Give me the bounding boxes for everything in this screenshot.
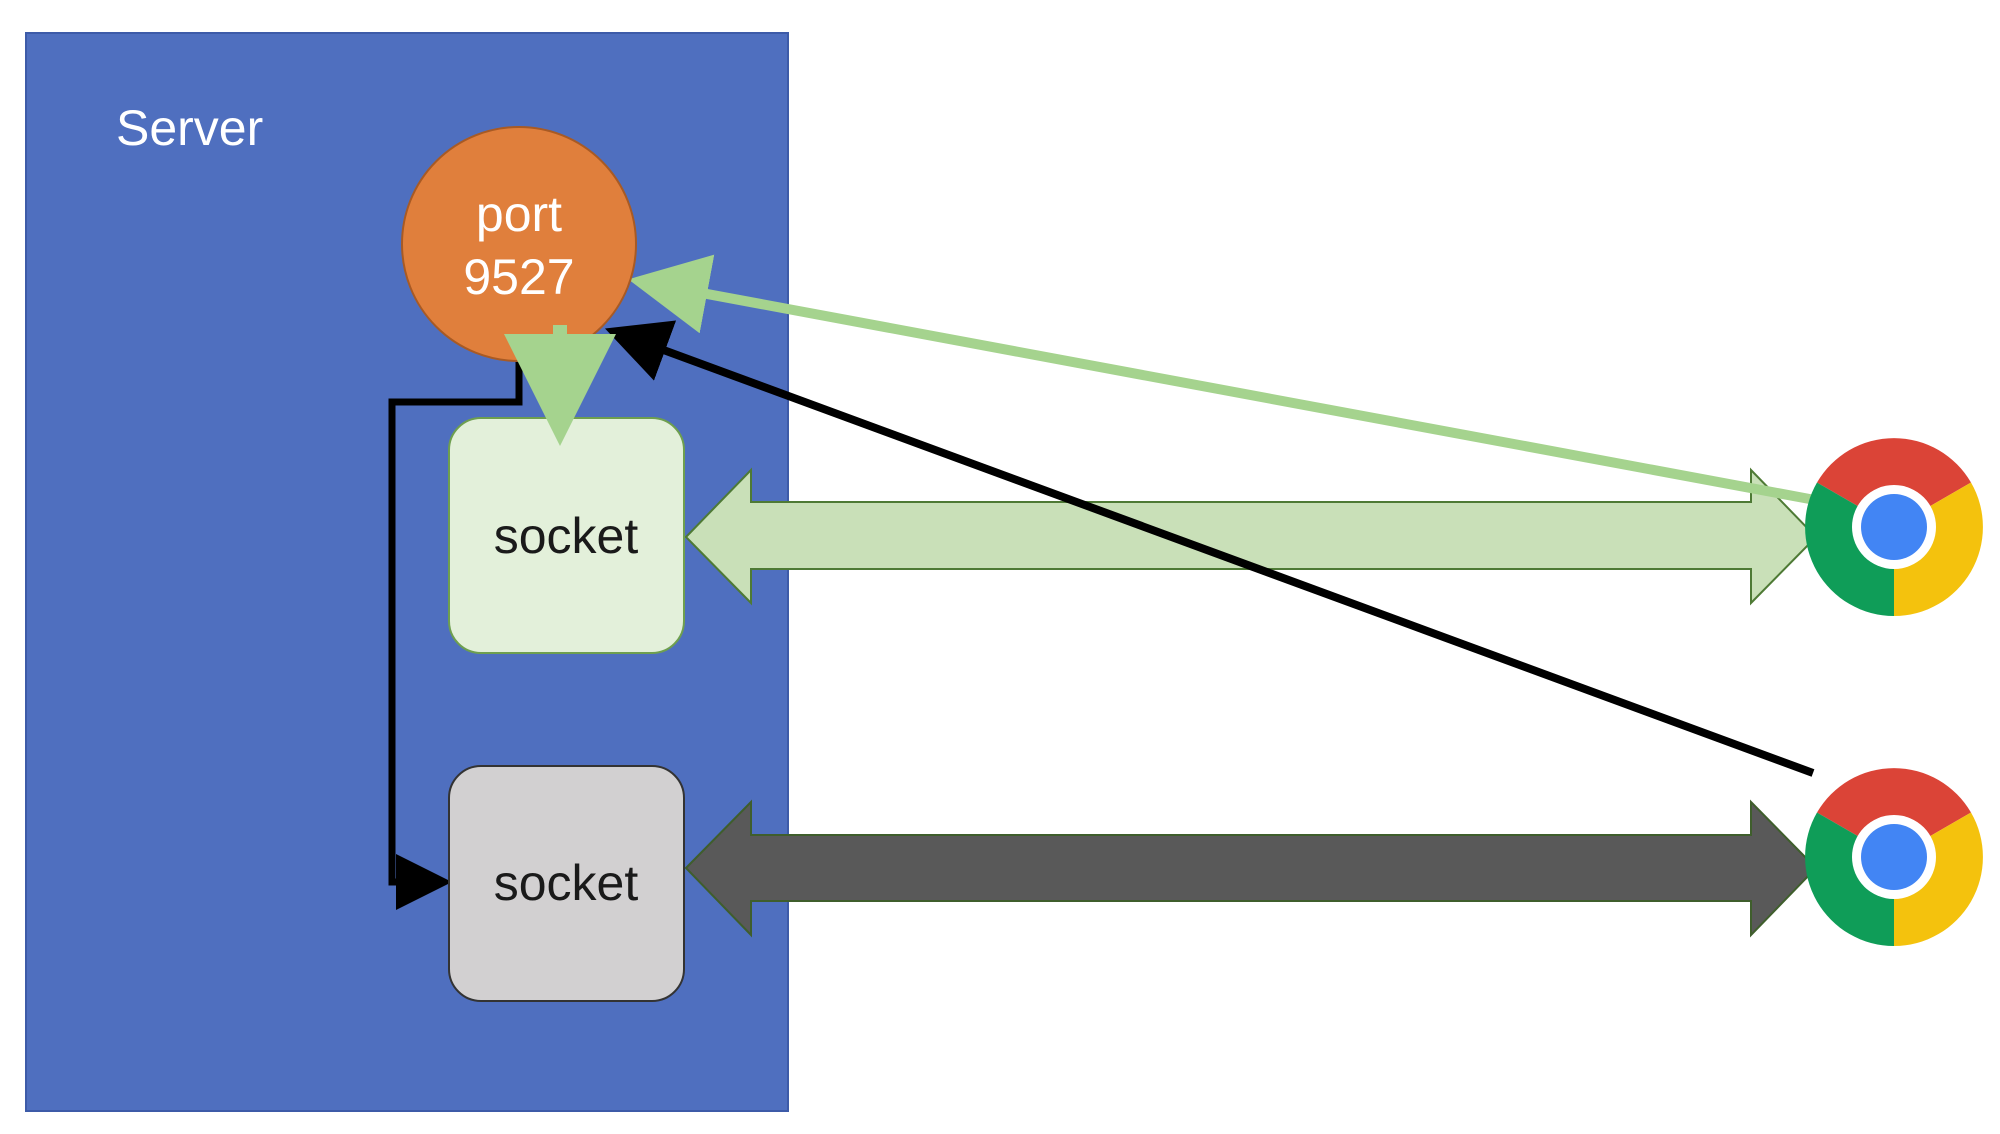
chrome-icon	[1805, 438, 1983, 616]
black-request-arrow	[604, 320, 1815, 777]
port-circle	[401, 126, 637, 362]
server-label: Server	[116, 100, 263, 156]
chrome-icon	[1805, 768, 1983, 946]
socket-label-top: socket	[494, 508, 639, 564]
port-number: 9527	[463, 249, 574, 305]
green-request-arrow	[628, 254, 1816, 505]
dark-connection-arrow	[684, 799, 1818, 938]
socket-box-bottom	[448, 765, 685, 1002]
green-connection-arrow	[684, 467, 1818, 606]
port-label: port	[476, 186, 562, 242]
socket-label-bottom: socket	[494, 855, 639, 911]
